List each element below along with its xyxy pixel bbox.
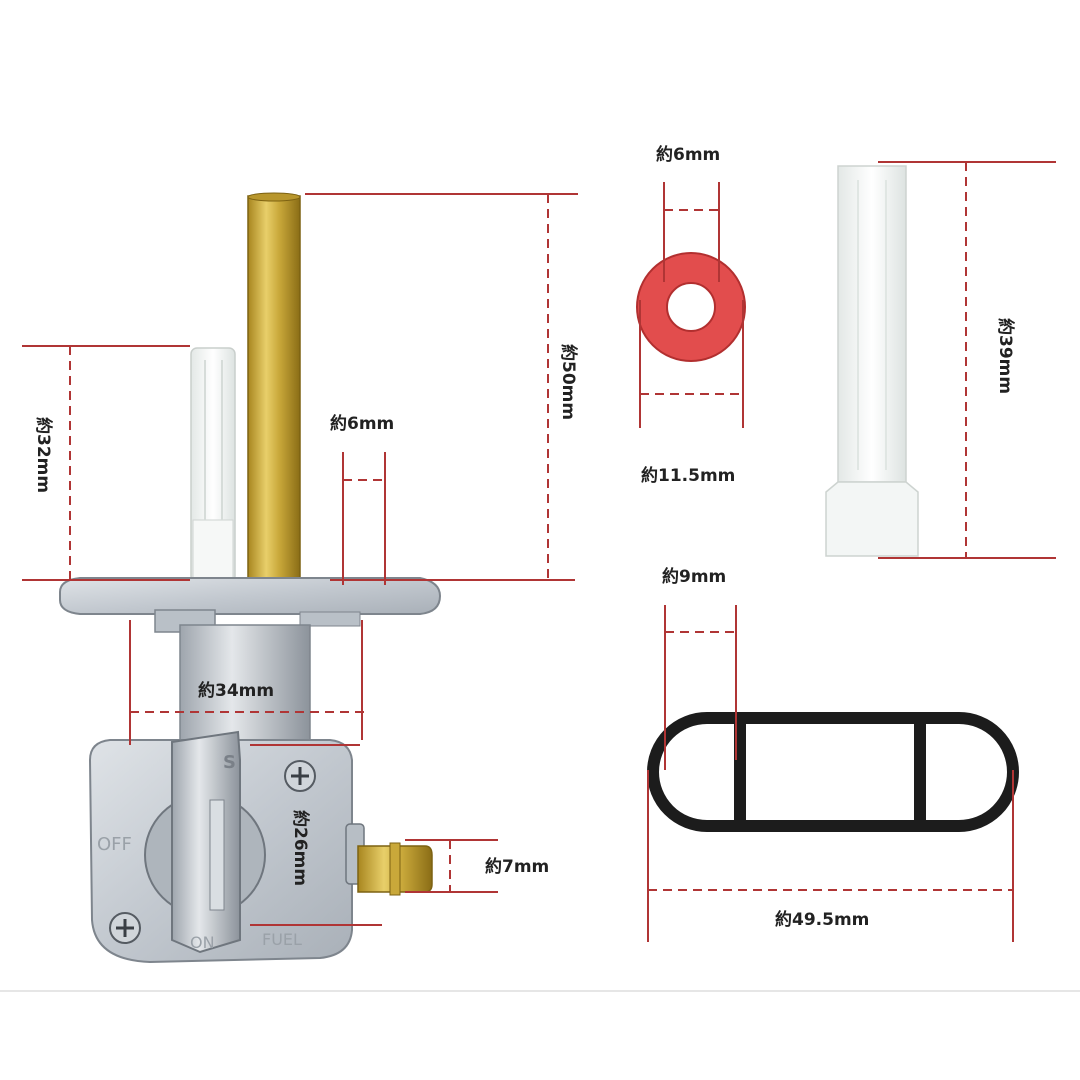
fuel-valve: OFF ON FUEL S bbox=[59, 192, 442, 964]
valve-body: OFF ON FUEL S bbox=[88, 730, 353, 964]
flange-width-label: 約34mm bbox=[198, 680, 274, 701]
res-marking: S bbox=[223, 752, 236, 773]
rubber-gasket bbox=[647, 712, 1019, 832]
pipe-height-label: 約50mm bbox=[558, 344, 579, 420]
long-filter bbox=[825, 165, 919, 557]
off-marking: OFF bbox=[97, 834, 132, 855]
washer-outer-label: 約11.5mm bbox=[641, 465, 735, 486]
valve-stem bbox=[179, 624, 311, 751]
short-filter bbox=[190, 347, 236, 583]
dimension-lines bbox=[22, 161, 1056, 942]
gasket-opening-label: 約9mm bbox=[662, 566, 726, 587]
filter-height-label: 約32mm bbox=[33, 417, 54, 493]
screw-icon bbox=[109, 912, 141, 944]
gasket-length-label: 約49.5mm bbox=[775, 909, 869, 930]
bottom-divider bbox=[0, 990, 1080, 992]
long-filter-height-label: 約39mm bbox=[995, 318, 1016, 394]
washer-inner-label: 約6mm bbox=[656, 144, 720, 165]
pipe-diameter-label: 約6mm bbox=[330, 413, 394, 434]
body-height-label: 約26mm bbox=[290, 810, 311, 886]
brass-pipe bbox=[247, 192, 301, 589]
hose-nozzle bbox=[345, 823, 433, 896]
fiber-washer bbox=[636, 252, 746, 362]
on-marking: ON bbox=[190, 933, 215, 952]
mounting-flange bbox=[59, 577, 442, 633]
fuel-marking: FUEL bbox=[262, 930, 302, 949]
nozzle-diameter-label: 約7mm bbox=[485, 856, 549, 877]
screw-icon bbox=[284, 760, 316, 792]
